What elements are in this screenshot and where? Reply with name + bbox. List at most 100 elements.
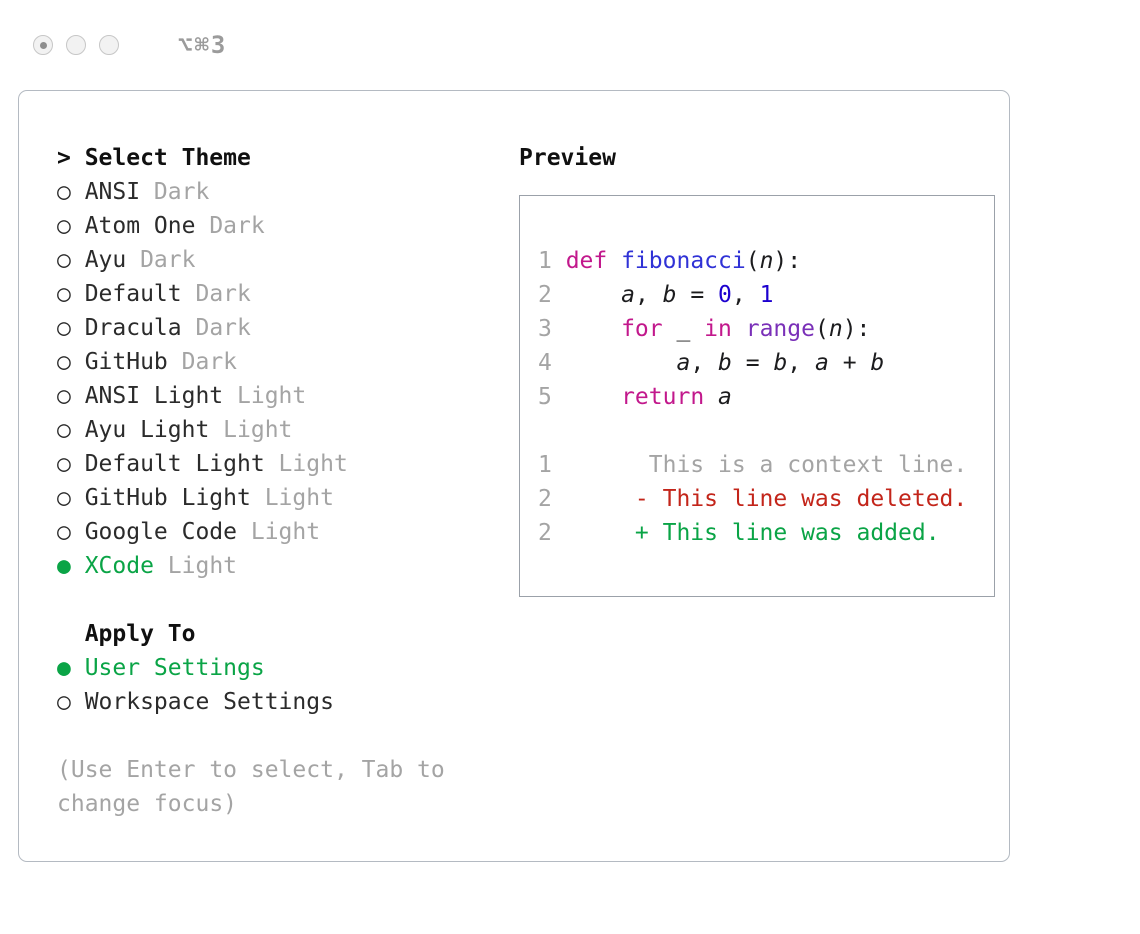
radio-icon: ○ <box>57 417 71 443</box>
theme-option-default[interactable]: ○Default Dark <box>57 277 519 311</box>
select-theme-heading: > Select Theme <box>57 141 519 175</box>
radio-selected-icon: ● <box>57 553 71 579</box>
radio-icon: ○ <box>57 247 71 273</box>
code-token: = <box>676 282 719 308</box>
window-close-button[interactable] <box>33 35 53 55</box>
code-token: , <box>787 350 815 376</box>
selection-pointer-icon: > <box>57 145 71 171</box>
keyboard-shortcut-label: ⌥⌘3 <box>178 31 228 59</box>
theme-name: GitHub <box>84 349 168 375</box>
theme-variant: Light <box>153 553 238 579</box>
code-token: = <box>731 350 774 376</box>
theme-option-google-code[interactable]: ○Google Code Light <box>57 515 519 549</box>
theme-name: Google Code <box>84 519 238 545</box>
code-token: ): <box>773 248 802 274</box>
code-token <box>566 384 621 410</box>
line-number: 5 <box>538 384 552 410</box>
theme-name: Atom One <box>84 213 196 239</box>
theme-option-github[interactable]: ○ GitHub Dark <box>57 345 519 379</box>
preview-spacer <box>538 414 994 448</box>
theme-selector-pane: >Select Theme ○ANSI Dark○Atom One Dark○A… <box>57 141 519 861</box>
code-token: a <box>621 282 635 308</box>
code-text: a, b = 0, 1 <box>566 282 774 308</box>
theme-name: Ayu <box>84 247 127 273</box>
theme-option-default-light[interactable]: ○Default Light Light <box>57 447 519 481</box>
code-token: a <box>718 384 732 410</box>
code-token: b <box>870 350 885 376</box>
diff-line-added: 2 + This line was added. <box>538 516 994 550</box>
code-line: 4 a, b = b, a + b <box>538 346 994 380</box>
theme-variant: Dark <box>140 179 210 205</box>
radio-icon: ○ <box>57 179 71 205</box>
code-token: b <box>662 282 677 308</box>
window-active-dot-icon <box>39 41 47 49</box>
code-token: b <box>773 350 788 376</box>
theme-variant: Light <box>264 451 348 477</box>
theme-option-ayu[interactable]: ○ Ayu Dark <box>57 243 519 277</box>
select-theme-title: Select Theme <box>84 145 251 171</box>
apply-option-label: User Settings <box>84 655 265 681</box>
line-number: 3 <box>538 316 552 342</box>
theme-list: ○ANSI Dark○Atom One Dark○Ayu Dark○Defaul… <box>57 175 519 583</box>
theme-name: Ayu Light <box>84 417 210 443</box>
code-token: in <box>704 316 732 342</box>
theme-option-dracula[interactable]: ○Dracula Dark <box>57 311 519 345</box>
code-token: ( <box>814 316 829 342</box>
radio-icon: ○ <box>57 349 71 375</box>
line-number: 2 <box>538 282 552 308</box>
code-token: _ <box>662 316 705 342</box>
theme-variant: Dark <box>167 349 238 375</box>
code-text: return a <box>566 384 732 410</box>
code-line: 2 a, b = 0, 1 <box>538 278 994 312</box>
line-number: 2 <box>538 520 552 546</box>
code-token <box>732 316 746 342</box>
theme-option-ansi-light[interactable]: ○ANSI Light Light <box>57 379 519 413</box>
theme-variant: Dark <box>181 315 251 341</box>
theme-variant: Dark <box>181 281 251 307</box>
window-minimize-button[interactable] <box>66 35 86 55</box>
apply-option-workspace-settings[interactable]: ○Workspace Settings <box>57 685 519 719</box>
theme-name: Default Light <box>84 451 265 477</box>
diff-text: - This line was deleted. <box>565 486 968 512</box>
apply-option-user-settings[interactable]: ●User Settings <box>57 651 519 685</box>
code-token: 1 <box>759 282 774 308</box>
diff-text: + This line was added. <box>565 520 940 546</box>
code-token: n <box>828 316 843 342</box>
code-token: for <box>621 316 663 342</box>
theme-name: ANSI Light <box>84 383 224 409</box>
theme-variant: Light <box>209 417 293 443</box>
diff-preview: 1 This is a context line.2 - This line w… <box>538 448 994 550</box>
window-zoom-button[interactable] <box>99 35 119 55</box>
theme-option-github-light[interactable]: ○GitHub Light Light <box>57 481 519 515</box>
theme-name: ANSI <box>84 179 141 205</box>
line-number: 4 <box>538 350 552 376</box>
theme-variant: Dark <box>126 247 196 273</box>
code-text: a, b = b, a + b <box>566 350 885 376</box>
code-token <box>566 350 677 376</box>
theme-option-atom-one[interactable]: ○Atom One Dark <box>57 209 519 243</box>
theme-variant: Light <box>223 383 307 409</box>
code-token: n <box>759 248 774 274</box>
theme-variant: Light <box>237 519 321 545</box>
preview-box: 1 def fibonacci(n): 2 a, b = 0, 1 3 for _ i… <box>519 195 995 597</box>
code-token: a <box>815 350 829 376</box>
code-token: 0 <box>718 282 732 308</box>
line-number: 1 <box>538 452 552 478</box>
code-preview: 1 def fibonacci(n): 2 a, b = 0, 1 3 for _ i… <box>538 244 994 414</box>
theme-option-ayu-light[interactable]: ○ Ayu Light Light <box>57 413 519 447</box>
theme-option-xcode[interactable]: ●XCode Light <box>57 549 519 583</box>
theme-variant: Light <box>250 485 334 511</box>
radio-icon: ○ <box>57 213 71 239</box>
theme-option-ansi[interactable]: ○ ANSI Dark <box>57 175 519 209</box>
code-token: b <box>718 350 732 376</box>
apply-to-title: Apply To <box>84 621 196 647</box>
code-token <box>704 384 718 410</box>
code-text: def fibonacci(n): <box>566 248 801 274</box>
apply-to-heading: Apply To <box>57 617 519 651</box>
diff-line-deleted: 2 - This line was deleted. <box>538 482 994 516</box>
code-token: , <box>634 282 663 308</box>
preview-heading: Preview <box>519 145 616 171</box>
radio-icon: ○ <box>57 689 71 715</box>
line-number: 1 <box>538 248 552 274</box>
radio-icon: ○ <box>57 485 71 511</box>
